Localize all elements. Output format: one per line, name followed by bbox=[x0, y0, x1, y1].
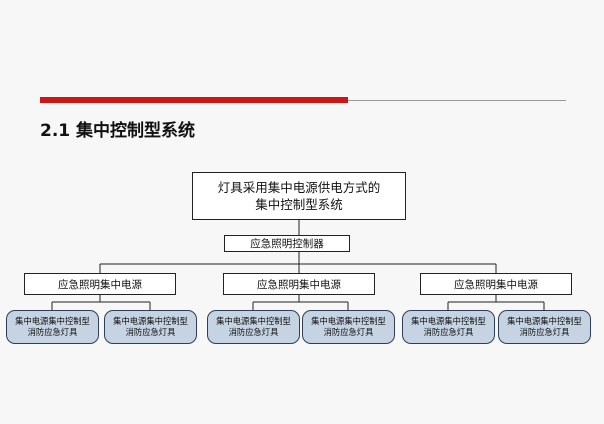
lamp-line2: 消防应急灯具 bbox=[519, 327, 570, 337]
root-system-line2: 集中控制型系统 bbox=[255, 197, 343, 212]
lamp-line1: 集中电源集中控制型 bbox=[311, 316, 386, 326]
lamp-box-g2-2: 集中电源集中控制型消防应急灯具 bbox=[302, 310, 395, 344]
slide-title: 2.1 集中控制型系统 bbox=[40, 121, 196, 141]
lamp-box-g3-2: 集中电源集中控制型消防应急灯具 bbox=[498, 310, 591, 344]
root-system-box: 灯具采用集中电源供电方式的 集中控制型系统 bbox=[192, 172, 406, 220]
controller-box: 应急照明控制器 bbox=[224, 235, 350, 252]
lamp-box-g2-1: 集中电源集中控制型消防应急灯具 bbox=[207, 310, 300, 344]
lamp-line1: 集中电源集中控制型 bbox=[216, 316, 291, 326]
lamp-line1: 集中电源集中控制型 bbox=[411, 316, 486, 326]
power-source-box-2: 应急照明集中电源 bbox=[223, 273, 375, 295]
lamp-line2: 消防应急灯具 bbox=[323, 327, 374, 337]
lamp-line1: 集中电源集中控制型 bbox=[113, 316, 188, 326]
lamp-line1: 集中电源集中控制型 bbox=[15, 316, 90, 326]
lamp-line2: 消防应急灯具 bbox=[125, 327, 176, 337]
header-accent-bar bbox=[40, 97, 348, 103]
lamp-line2: 消防应急灯具 bbox=[228, 327, 279, 337]
lamp-line1: 集中电源集中控制型 bbox=[507, 316, 582, 326]
power-source-box-3: 应急照明集中电源 bbox=[420, 273, 572, 295]
lamp-box-g1-1: 集中电源集中控制型消防应急灯具 bbox=[6, 310, 99, 344]
power-source-box-1: 应急照明集中电源 bbox=[24, 273, 176, 295]
root-system-line1: 灯具采用集中电源供电方式的 bbox=[217, 180, 381, 195]
lamp-line2: 消防应急灯具 bbox=[423, 327, 474, 337]
lamp-line2: 消防应急灯具 bbox=[27, 327, 78, 337]
lamp-box-g3-1: 集中电源集中控制型消防应急灯具 bbox=[402, 310, 495, 344]
lamp-box-g1-2: 集中电源集中控制型消防应急灯具 bbox=[104, 310, 197, 344]
